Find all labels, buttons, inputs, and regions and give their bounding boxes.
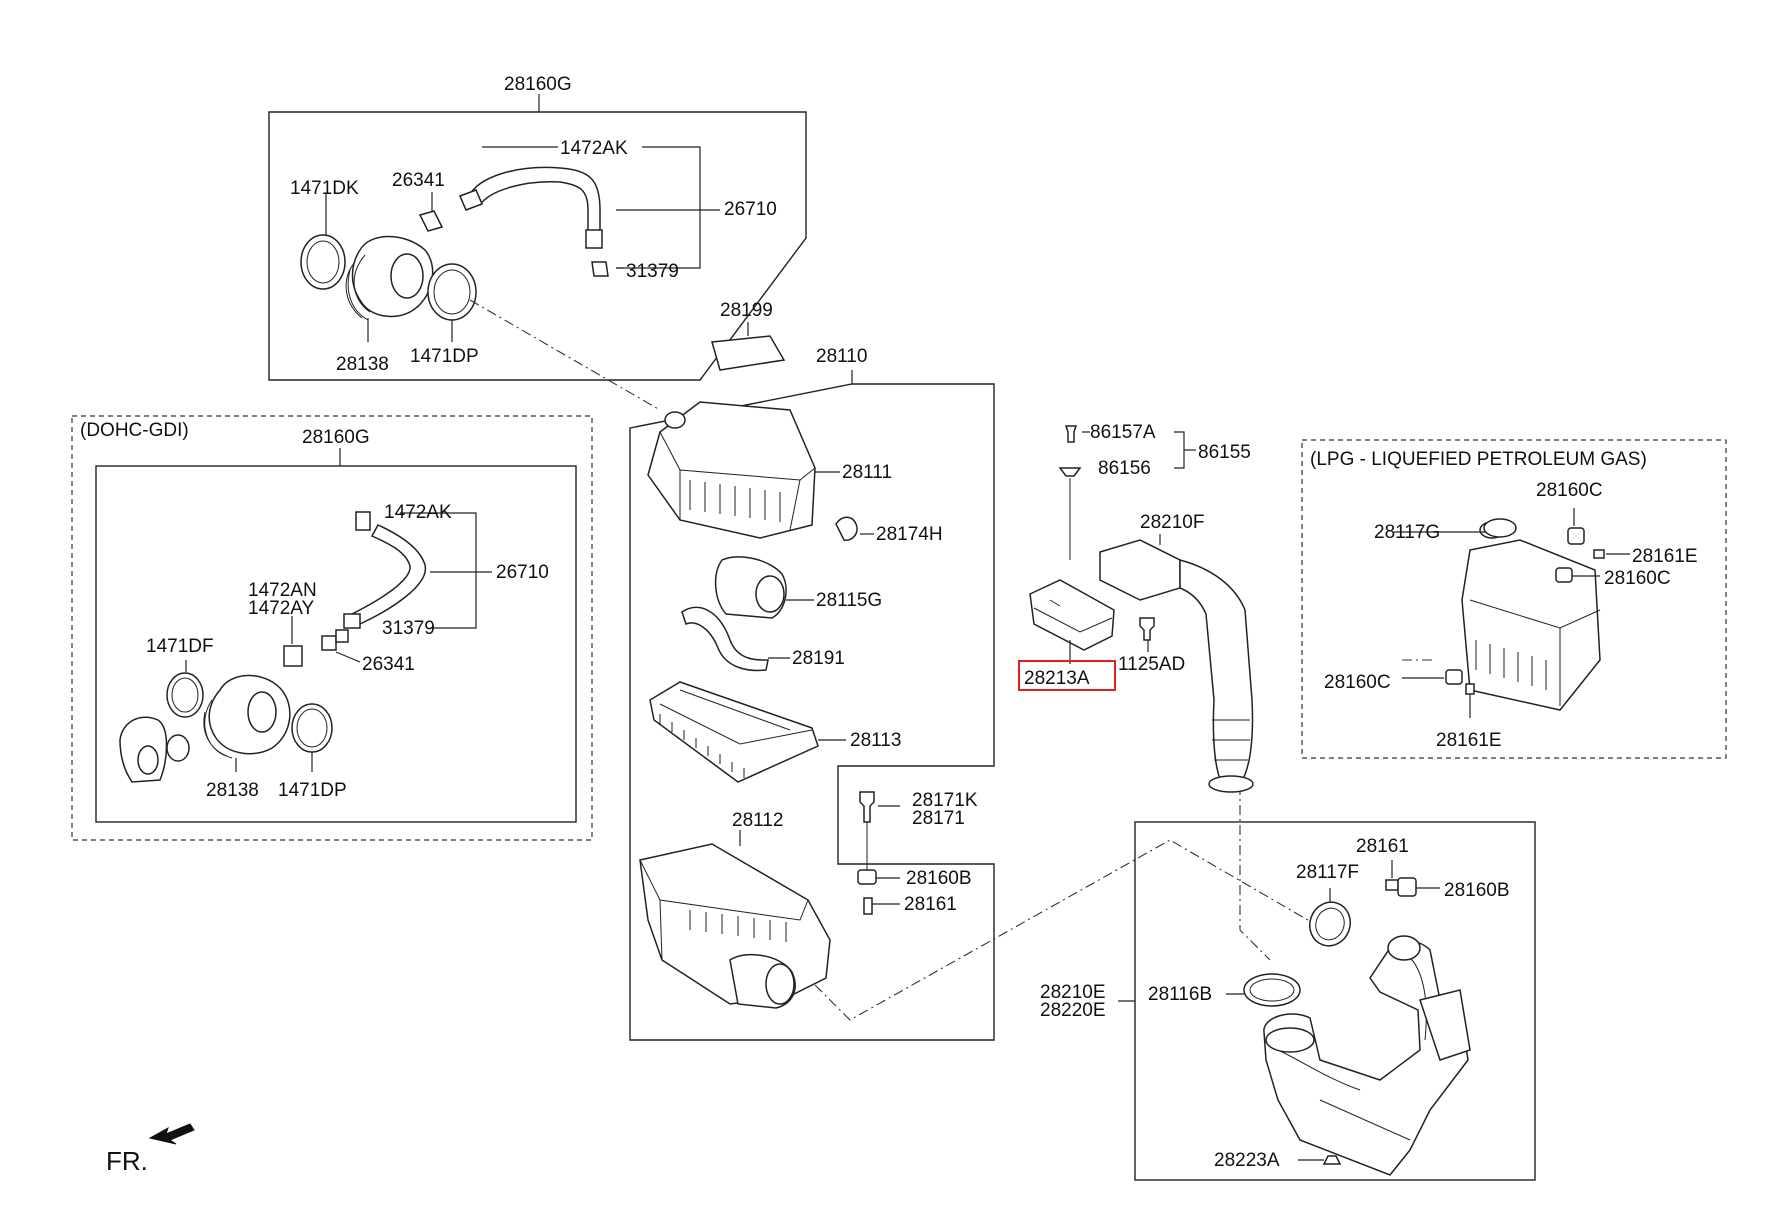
label-1125AD: 1125AD bbox=[1118, 654, 1185, 675]
label-lpg-28160C-c: 28160C bbox=[1324, 672, 1391, 693]
label-top-1471DP: 1471DP bbox=[410, 346, 479, 367]
label-28213A: 28213A bbox=[1024, 668, 1090, 689]
resonator-28213A bbox=[1029, 579, 1115, 651]
label-28113: 28113 bbox=[850, 730, 901, 751]
label-top-31379: 31379 bbox=[626, 261, 679, 282]
bolt-1125AD bbox=[1139, 617, 1155, 641]
label-top-28160G: 28160G bbox=[504, 74, 572, 95]
label-28117F: 28117F bbox=[1296, 862, 1359, 883]
grommet-28160C-b bbox=[1555, 567, 1573, 583]
label-top-28138: 28138 bbox=[336, 354, 389, 375]
label-28210E: 28210E bbox=[1040, 982, 1106, 1003]
label-gdi-1472AN: 1472AN bbox=[248, 580, 317, 601]
air-duct-group bbox=[1018, 425, 1254, 793]
clamp-1471DK-top bbox=[300, 234, 346, 290]
air-filter-28113 bbox=[649, 681, 819, 783]
pin-28161-a bbox=[863, 897, 873, 915]
hose-28191 bbox=[681, 606, 769, 672]
clamp-1471DP-top bbox=[427, 263, 477, 321]
label-28160B-b: 28160B bbox=[1444, 880, 1510, 901]
resonator-tank-lpg bbox=[1461, 539, 1601, 711]
clamp-1471DP-gdi bbox=[291, 703, 333, 753]
valve-26341-gdi bbox=[321, 635, 337, 651]
grommet-28160B-b bbox=[1397, 877, 1417, 897]
label-gdi-28160G: 28160G bbox=[302, 427, 370, 448]
label-top-26341: 26341 bbox=[392, 170, 445, 191]
hose-26710-top bbox=[467, 166, 601, 233]
top-throttle-group bbox=[268, 94, 807, 381]
note-dohc-gdi: (DOHC-GDI) bbox=[80, 420, 189, 441]
label-lpg-28160C-b: 28160C bbox=[1604, 568, 1671, 589]
label-28161-a: 28161 bbox=[904, 894, 957, 915]
seal-28117F bbox=[1309, 901, 1351, 947]
label-28111: 28111 bbox=[842, 462, 892, 483]
label-gdi-1471DP: 1471DP bbox=[278, 780, 347, 801]
duct-28210F-box bbox=[1099, 539, 1181, 601]
label-86157A: 86157A bbox=[1090, 422, 1156, 443]
label-gdi-26341: 26341 bbox=[362, 654, 415, 675]
hose-clamp-1472AK-top bbox=[459, 189, 483, 211]
label-28116B: 28116B bbox=[1148, 984, 1212, 1005]
gasket-28199 bbox=[711, 335, 786, 371]
label-28161-b: 28161 bbox=[1356, 836, 1409, 857]
pin-28161-b bbox=[1385, 879, 1399, 891]
label-top-1471DK: 1471DK bbox=[290, 178, 359, 199]
pin-28223A bbox=[1322, 1155, 1342, 1165]
label-28174H: 28174H bbox=[876, 524, 943, 545]
label-28115G: 28115G bbox=[816, 590, 882, 611]
label-lpg-28161E-a: 28161E bbox=[1632, 546, 1698, 567]
label-28191: 28191 bbox=[792, 648, 845, 669]
label-28210F: 28210F bbox=[1140, 512, 1204, 533]
highlight-28213A bbox=[1018, 660, 1116, 691]
label-86156: 86156 bbox=[1098, 458, 1151, 479]
label-lpg-28161E-b: 28161E bbox=[1436, 730, 1502, 751]
grommet-28160C-c bbox=[1445, 669, 1463, 685]
dohc-gdi-group bbox=[71, 415, 593, 841]
label-28220E: 28220E bbox=[1040, 1000, 1106, 1021]
label-gdi-28138: 28138 bbox=[206, 780, 259, 801]
clamp-1472AN-gdi bbox=[283, 645, 303, 667]
air-cleaner-assembly-group bbox=[629, 322, 995, 1041]
clip-86156 bbox=[1058, 467, 1082, 477]
cap-28117G bbox=[1483, 518, 1517, 538]
label-28171: 28171 bbox=[912, 808, 965, 829]
label-28171K: 28171K bbox=[912, 790, 978, 811]
label-top-26710: 26710 bbox=[724, 199, 777, 220]
label-28110: 28110 bbox=[816, 346, 867, 367]
grommet-28160B-a bbox=[857, 869, 877, 885]
bolt-28171K bbox=[859, 791, 875, 823]
clamp-1472AK-gdi bbox=[355, 511, 371, 531]
hose-end-top bbox=[585, 229, 603, 249]
front-direction-arrow-icon bbox=[148, 1123, 195, 1145]
label-86155: 86155 bbox=[1198, 442, 1251, 463]
label-28112: 28112 bbox=[732, 810, 783, 831]
label-lpg-28117G: 28117G bbox=[1374, 522, 1440, 543]
clip-31379-gdi bbox=[343, 613, 361, 629]
hose-26710-gdi bbox=[350, 524, 427, 625]
label-gdi-1472AK: 1472AK bbox=[384, 502, 452, 523]
clip-28174H bbox=[835, 516, 858, 542]
label-gdi-1471DF: 1471DF bbox=[146, 636, 214, 657]
label-gdi-31379: 31379 bbox=[382, 618, 435, 639]
note-lpg: (LPG - LIQUEFIED PETROLEUM GAS) bbox=[1310, 449, 1647, 470]
label-gdi-26710: 26710 bbox=[496, 562, 549, 583]
throttle-port-top bbox=[390, 253, 424, 299]
lpg-group bbox=[1301, 439, 1727, 759]
grommet-28160C-a bbox=[1567, 527, 1585, 545]
label-28199: 28199 bbox=[720, 300, 773, 321]
clip-31379-top bbox=[591, 261, 609, 277]
label-28223A: 28223A bbox=[1214, 1150, 1280, 1171]
duct-28210F-hose bbox=[1179, 559, 1254, 785]
label-top-1472AK: 1472AK bbox=[560, 138, 628, 159]
lower-duct-group bbox=[1118, 821, 1536, 1181]
label-gdi-1472AY: 1472AY bbox=[248, 598, 315, 619]
orientation-label: FR. bbox=[106, 1146, 148, 1176]
clamp-1471DF-gdi bbox=[166, 672, 204, 718]
valve-26341-top bbox=[418, 210, 444, 232]
label-28160B-a: 28160B bbox=[906, 868, 972, 889]
screw-86157A bbox=[1064, 425, 1078, 443]
label-lpg-28160C-a: 28160C bbox=[1536, 480, 1603, 501]
pin-28161E-b bbox=[1465, 683, 1475, 695]
